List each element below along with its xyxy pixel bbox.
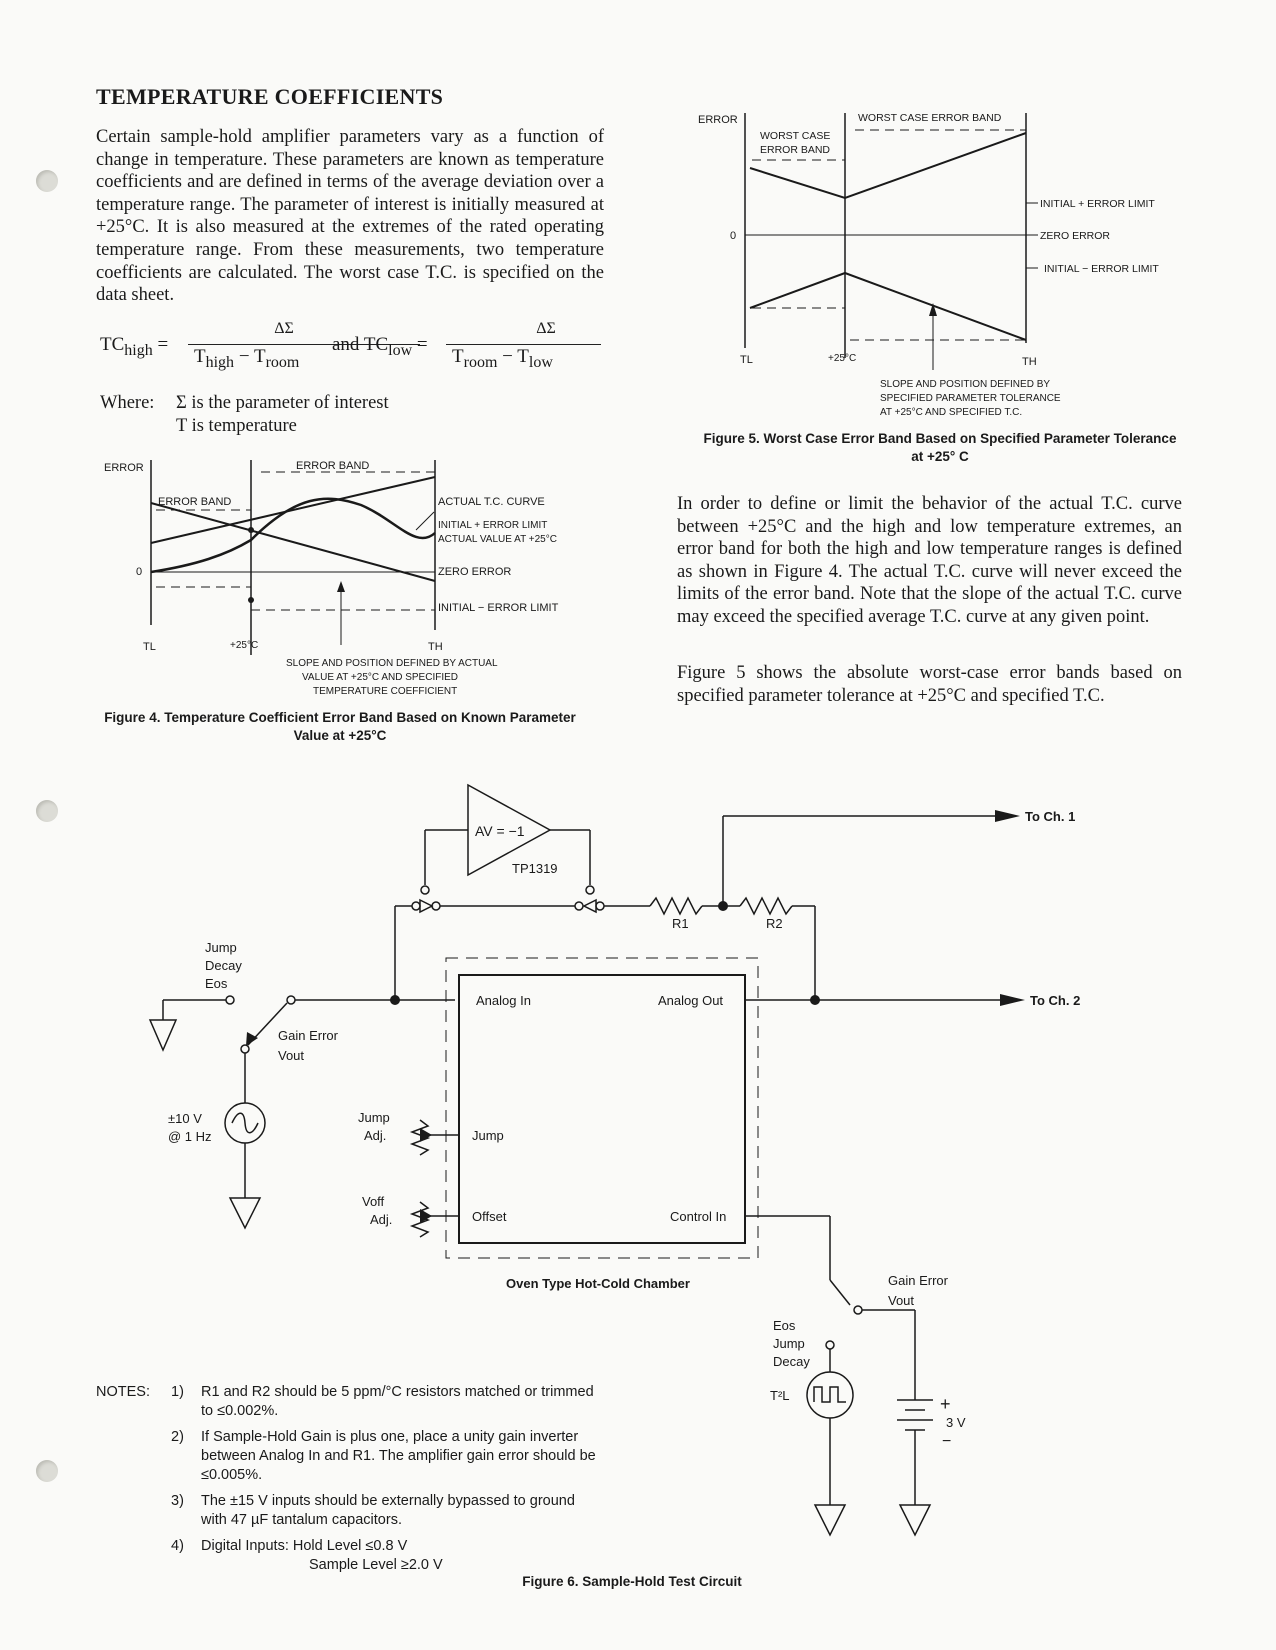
fig4-tl: TL <box>143 641 156 653</box>
fig4-actual-value: ACTUAL VALUE AT +25°C <box>438 534 557 545</box>
fig4-initial-minus: INITIAL − ERROR LIMIT <box>438 602 559 614</box>
binder-hole-top <box>36 170 58 192</box>
fig6-source-2: @ 1 Hz <box>168 1129 212 1144</box>
fig5-zero: 0 <box>730 230 736 242</box>
fig6-eos-jump-decay-2: Decay <box>773 1354 810 1369</box>
notes-block: NOTES: 1)R1 and R2 should be 5 ppm/°C re… <box>96 1383 596 1582</box>
fig6-jump-adj-0: Jump <box>358 1110 390 1125</box>
fig6-eos-jump-decay-1: Jump <box>773 1336 805 1351</box>
fig4-zero: 0 <box>136 566 142 578</box>
fig4-th: TH <box>428 641 443 653</box>
fig5-slope-note-1: SLOPE AND POSITION DEFINED BY <box>880 379 1050 390</box>
fig5-t25: +25°C <box>828 353 856 364</box>
figure-5-caption: Figure 5. Worst Case Error Band Based on… <box>703 431 1177 464</box>
fig6-analog-out: Analog Out <box>658 993 723 1008</box>
fig6-jump: Jump <box>472 1128 504 1143</box>
fig4-zero-error: ZERO ERROR <box>438 566 511 578</box>
fig4-t25: +25°C <box>230 640 258 651</box>
fig6-jump-decay-eos-2: Eos <box>205 976 228 991</box>
fig6-control-in: Control In <box>670 1209 726 1224</box>
fig6-gain-error-right-0: Gain Error <box>888 1273 949 1288</box>
fig6-offset: Offset <box>472 1209 507 1224</box>
fig5-initial-plus: INITIAL + ERROR LIMIT <box>1040 198 1155 210</box>
note-item: 2)If Sample-Hold Gain is plus one, place… <box>171 1429 596 1483</box>
fig6-minus: − <box>942 1433 951 1450</box>
fig6-av: AV = −1 <box>475 823 525 839</box>
fig4-slope-note-1: SLOPE AND POSITION DEFINED BY ACTUAL <box>286 658 498 669</box>
fig6-battery: 3 V <box>946 1415 966 1430</box>
tc-low-denominator: Troom − Tlow <box>452 346 553 371</box>
fig6-analog-in: Analog In <box>476 993 531 1008</box>
figure-6-circuit: AV = −1 TP1319 To Ch. 1 To Ch. 2 R1 R2 J… <box>148 783 1080 1537</box>
figure-5-diagram: ERROR WORST CASE ERROR BAND WORST CASE E… <box>698 112 1159 418</box>
fig6-jump-decay-eos-0: Jump <box>205 940 237 955</box>
intro-paragraph: Certain sample-hold amplifier parameters… <box>96 127 604 306</box>
where-line-1: Σ is the parameter of interest <box>176 393 389 413</box>
fig6-gain-error-right-1: Vout <box>888 1293 914 1308</box>
fig6-to-ch2: To Ch. 2 <box>1030 993 1080 1008</box>
tc-high-denominator: Thigh − Troom <box>194 346 300 371</box>
fig6-chamber: Oven Type Hot-Cold Chamber <box>506 1276 690 1291</box>
fig5-slope-note-2: SPECIFIED PARAMETER TOLERANCE <box>880 393 1061 404</box>
fig5-initial-minus: INITIAL − ERROR LIMIT <box>1044 263 1159 275</box>
fig6-r1: R1 <box>672 916 689 931</box>
fig6-voff-adj-0: Voff <box>362 1194 385 1209</box>
fig5-worst-case-band-top: WORST CASE ERROR BAND <box>858 112 1002 124</box>
tc-low-fraction-bar <box>446 344 601 345</box>
fig4-error-band-left: ERROR BAND <box>158 496 231 508</box>
fig5-zero-error: ZERO ERROR <box>1040 230 1110 242</box>
fig6-jump-decay-eos-1: Decay <box>205 958 242 973</box>
right-paragraph-1: In order to define or limit the behavior… <box>677 494 1182 627</box>
fig4-error-band-top: ERROR BAND <box>296 460 369 472</box>
fig6-source-1: ±10 V <box>168 1111 202 1126</box>
section-title: TEMPERATURE COEFFICIENTS <box>96 84 444 109</box>
where-line-2: T is temperature <box>176 416 297 436</box>
fig6-jump-adj-1: Adj. <box>364 1128 386 1143</box>
where-label: Where: <box>100 393 155 413</box>
fig6-tp: TP1319 <box>512 861 558 876</box>
fig5-slope-note-3: AT +25°C AND SPECIFIED T.C. <box>880 407 1022 418</box>
fig4-error-axis: ERROR <box>104 462 144 474</box>
fig6-eos-jump-decay-0: Eos <box>773 1318 796 1333</box>
fig6-plus: + <box>940 1394 951 1414</box>
fig6-t2l: T²L <box>770 1388 790 1403</box>
tc-high-fraction-bar <box>188 344 420 345</box>
fig5-error-axis: ERROR <box>698 114 738 126</box>
figure-4-caption: Figure 4. Temperature Coefficient Error … <box>104 710 576 743</box>
tc-high-numerator: ΔΣ <box>274 320 294 337</box>
note-item: 3)The ±15 V inputs should be externally … <box>171 1493 575 1528</box>
fig4-initial-plus: INITIAL + ERROR LIMIT <box>438 520 547 531</box>
fig6-gain-error-left-0: Gain Error <box>278 1028 339 1043</box>
figure-4-diagram: ERROR ERROR BAND ERROR BAND ACTUAL T.C. … <box>104 460 559 697</box>
binder-hole-middle <box>36 800 58 822</box>
fig5-worst-case-left-2: ERROR BAND <box>760 144 830 156</box>
formula-and: and TClow = <box>332 334 428 359</box>
fig4-slope-note-3: TEMPERATURE COEFFICIENT <box>313 686 457 697</box>
right-paragraph-2: Figure 5 shows the absolute worst-case e… <box>677 663 1182 706</box>
fig6-gain-error-left-1: Vout <box>278 1048 304 1063</box>
figure-6-caption: Figure 6. Sample-Hold Test Circuit <box>522 1574 742 1589</box>
fig5-th: TH <box>1022 356 1037 368</box>
fig4-slope-note-2: VALUE AT +25°C AND SPECIFIED <box>302 672 458 683</box>
note-item: 1)R1 and R2 should be 5 ppm/°C resistors… <box>171 1384 594 1419</box>
tc-low-numerator: ΔΣ <box>536 320 556 337</box>
fig6-voff-adj-1: Adj. <box>370 1212 392 1227</box>
fig6-r2: R2 <box>766 916 783 931</box>
binder-hole-bottom <box>36 1460 58 1482</box>
fig4-actual-tc-curve: ACTUAL T.C. CURVE <box>438 496 545 508</box>
tc-formula: TChigh = ΔΣ Thigh − Troom and TClow = ΔΣ… <box>96 320 616 380</box>
tc-high-lhs: TChigh = <box>100 334 169 359</box>
fig5-worst-case-left-1: WORST CASE <box>760 130 830 142</box>
notes-label: NOTES: <box>96 1384 150 1400</box>
fig5-tl: TL <box>740 354 753 366</box>
fig6-to-ch1: To Ch. 1 <box>1025 809 1075 824</box>
